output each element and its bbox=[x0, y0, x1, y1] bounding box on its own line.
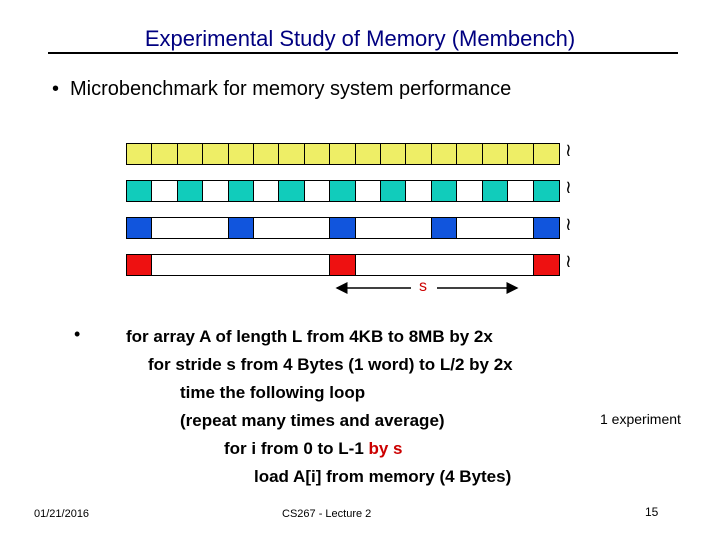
memory-word bbox=[406, 144, 432, 164]
code-line-4: (repeat many times and average) bbox=[180, 411, 445, 430]
memory-word-accessed bbox=[482, 181, 509, 201]
bullet-text: Microbenchmark for memory system perform… bbox=[70, 78, 512, 100]
code-line-1: for array A of length L from 4KB to 8MB … bbox=[126, 327, 493, 346]
code-line-6: load A[i] from memory (4 Bytes) bbox=[254, 467, 512, 486]
squiggle-icon: ≀ bbox=[565, 177, 572, 197]
footer-page-number: 15 bbox=[645, 505, 659, 519]
stride-arrow bbox=[335, 282, 519, 294]
memory-word bbox=[355, 144, 382, 164]
memory-word-accessed bbox=[127, 255, 153, 275]
memory-row-stride-8 bbox=[126, 254, 560, 276]
stride-label: s bbox=[419, 278, 427, 295]
memory-gap bbox=[457, 218, 534, 238]
experiment-label: 1 experiment bbox=[600, 411, 681, 427]
memory-word bbox=[203, 144, 229, 164]
memory-word-accessed bbox=[533, 218, 560, 238]
memory-word bbox=[177, 144, 204, 164]
footer-course: CS267 - Lecture 2 bbox=[282, 508, 372, 520]
memory-word-accessed bbox=[228, 218, 255, 238]
squiggle-icon: ≀ bbox=[565, 251, 572, 271]
footer-date: 01/21/2016 bbox=[34, 508, 90, 520]
memory-word-accessed bbox=[228, 181, 255, 201]
code-bullet-dot: • bbox=[74, 324, 81, 344]
memory-gap bbox=[355, 181, 382, 201]
squiggle-icon: ≀ bbox=[565, 140, 572, 160]
code-line-5: for i from 0 to L-1 by s bbox=[224, 439, 403, 459]
memory-word-accessed bbox=[533, 255, 559, 275]
bullet-dot: • bbox=[52, 78, 60, 100]
slide-title: Experimental Study of Memory (Membench) bbox=[144, 26, 576, 51]
memory-word bbox=[508, 144, 534, 164]
memory-word bbox=[127, 144, 153, 164]
memory-gap bbox=[152, 255, 331, 275]
memory-gap bbox=[203, 181, 229, 201]
memory-word bbox=[254, 144, 280, 164]
memory-gap bbox=[355, 218, 432, 238]
code-line-5-text: for i from 0 to L-1 bbox=[224, 439, 369, 458]
memory-gap bbox=[152, 218, 229, 238]
memory-word bbox=[304, 144, 331, 164]
memory-word bbox=[381, 144, 407, 164]
code-line-3: time the following loop bbox=[180, 383, 366, 402]
memory-row-stride-4 bbox=[126, 217, 560, 239]
memory-word-accessed bbox=[533, 181, 559, 201]
memory-gap bbox=[254, 218, 331, 238]
memory-word bbox=[279, 144, 305, 164]
memory-gap bbox=[254, 181, 280, 201]
memory-gap bbox=[355, 255, 534, 275]
memory-gap bbox=[457, 181, 483, 201]
squiggle-icon: ≀ bbox=[565, 214, 572, 234]
memory-word bbox=[431, 144, 458, 164]
code-line-2: for stride s from 4 Bytes (1 word) to L/… bbox=[148, 355, 513, 374]
memory-gap bbox=[508, 181, 534, 201]
memory-word bbox=[228, 144, 255, 164]
memory-word-accessed bbox=[381, 181, 407, 201]
memory-gap bbox=[152, 181, 178, 201]
memory-word bbox=[482, 144, 509, 164]
title-underline bbox=[48, 52, 678, 54]
memory-word-accessed bbox=[330, 218, 356, 238]
code-line-5-stride: by s bbox=[368, 439, 403, 458]
memory-row-stride-1 bbox=[126, 143, 560, 165]
memory-word-accessed bbox=[279, 181, 305, 201]
memory-word-accessed bbox=[431, 181, 458, 201]
memory-word-accessed bbox=[431, 218, 458, 238]
memory-gap bbox=[304, 181, 331, 201]
bullet-microbenchmark: • Microbenchmark for memory system perfor… bbox=[52, 78, 511, 101]
memory-word-accessed bbox=[127, 181, 153, 201]
memory-gap bbox=[406, 181, 432, 201]
memory-row-stride-2 bbox=[126, 180, 560, 202]
memory-word-accessed bbox=[127, 218, 153, 238]
memory-word-accessed bbox=[330, 255, 356, 275]
memory-word-accessed bbox=[330, 181, 356, 201]
memory-word-accessed bbox=[177, 181, 204, 201]
memory-word bbox=[330, 144, 356, 164]
memory-word bbox=[152, 144, 178, 164]
memory-word bbox=[457, 144, 483, 164]
memory-word bbox=[533, 144, 559, 164]
stride-indicator: s bbox=[333, 278, 523, 297]
